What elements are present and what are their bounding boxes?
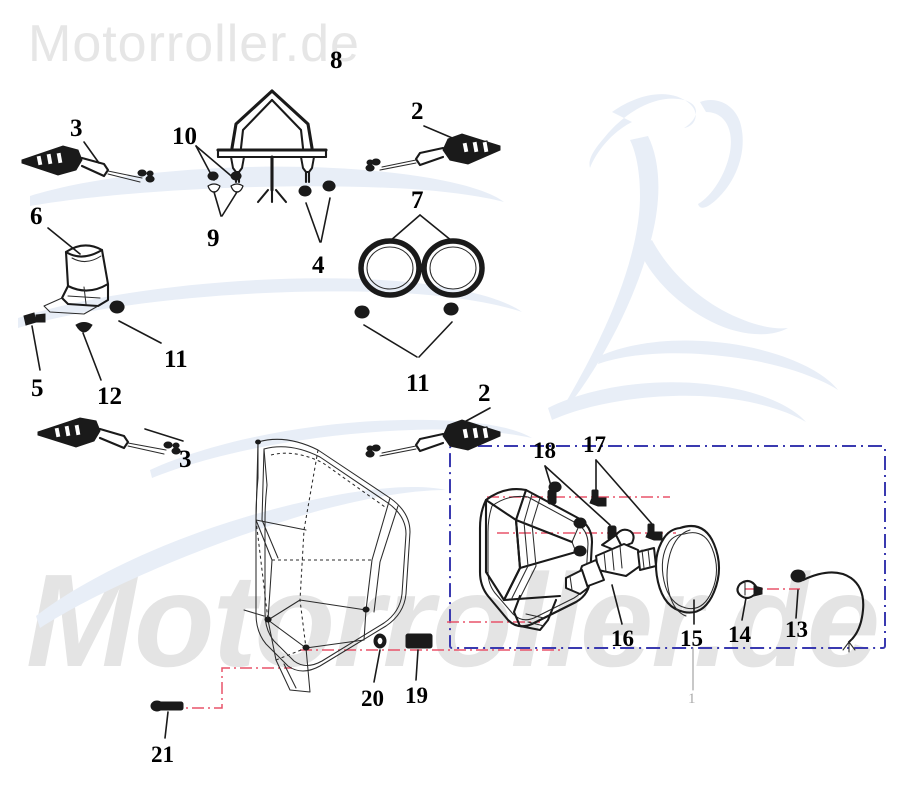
callout-9: 9: [207, 225, 220, 252]
callout-10: 10: [172, 123, 197, 150]
callout-16: 16: [611, 626, 634, 651]
callout-19: 19: [405, 683, 428, 708]
part-3-turn-signal-front-left: [21, 141, 155, 183]
callout-21: 21: [151, 742, 174, 767]
callout-12: 12: [97, 383, 122, 410]
callout-18: 18: [533, 438, 556, 463]
part-21-mounting-bolt: [150, 700, 184, 739]
callout-2-a: 2: [411, 98, 424, 125]
part-3-turn-signal-rear-left: [37, 417, 184, 455]
part-16-headlight-bulb: [565, 528, 657, 625]
callout-6: 6: [30, 203, 43, 230]
callout-17: 17: [583, 432, 606, 457]
callout-4: 4: [312, 252, 325, 279]
part-20-washer: [373, 633, 387, 683]
part-13-wiring-harness: [790, 569, 865, 653]
assembly-group-box: [449, 445, 886, 649]
part-19-spacer-sleeve: [405, 633, 433, 681]
part-7-grommet-rings: [358, 214, 485, 298]
part-14-position-light-bulb: [736, 579, 763, 621]
part-2-turn-signal-front-right: [365, 125, 501, 172]
headlight-reflector-housing: [478, 481, 594, 632]
callout-3-a: 3: [70, 115, 83, 142]
callout-11-a: 11: [164, 346, 188, 373]
part-5-long-screw: [23, 312, 46, 371]
callout-11-b: 11: [406, 370, 430, 397]
callout-5: 5: [31, 375, 44, 402]
callout-2-b: 2: [478, 380, 491, 407]
part-4-screws: [298, 180, 336, 243]
part-15-trim-ring: [654, 524, 721, 625]
part-12-washer: [75, 322, 102, 381]
callout-15: 15: [680, 626, 703, 651]
callout-13: 13: [785, 617, 808, 642]
callout-1: 1: [688, 691, 696, 707]
part-10-dampers-and-9-nuts: [195, 145, 244, 217]
callout-14: 14: [728, 622, 751, 647]
part-8-handlebar-clamp: [216, 89, 328, 204]
part-6-instrument-housing: [43, 227, 110, 315]
part-2-turn-signal-rear-right: [365, 407, 501, 458]
callout-7: 7: [411, 187, 424, 214]
part-11-bolt-left: [109, 300, 162, 344]
part-17-mounting-screws: [589, 459, 663, 541]
headlight-front-mask-cover: [243, 438, 411, 693]
callout-8: 8: [330, 47, 343, 74]
part-11-bolts-right: [354, 302, 459, 358]
callout-3-b: 3: [179, 446, 192, 473]
callout-20: 20: [361, 686, 384, 711]
